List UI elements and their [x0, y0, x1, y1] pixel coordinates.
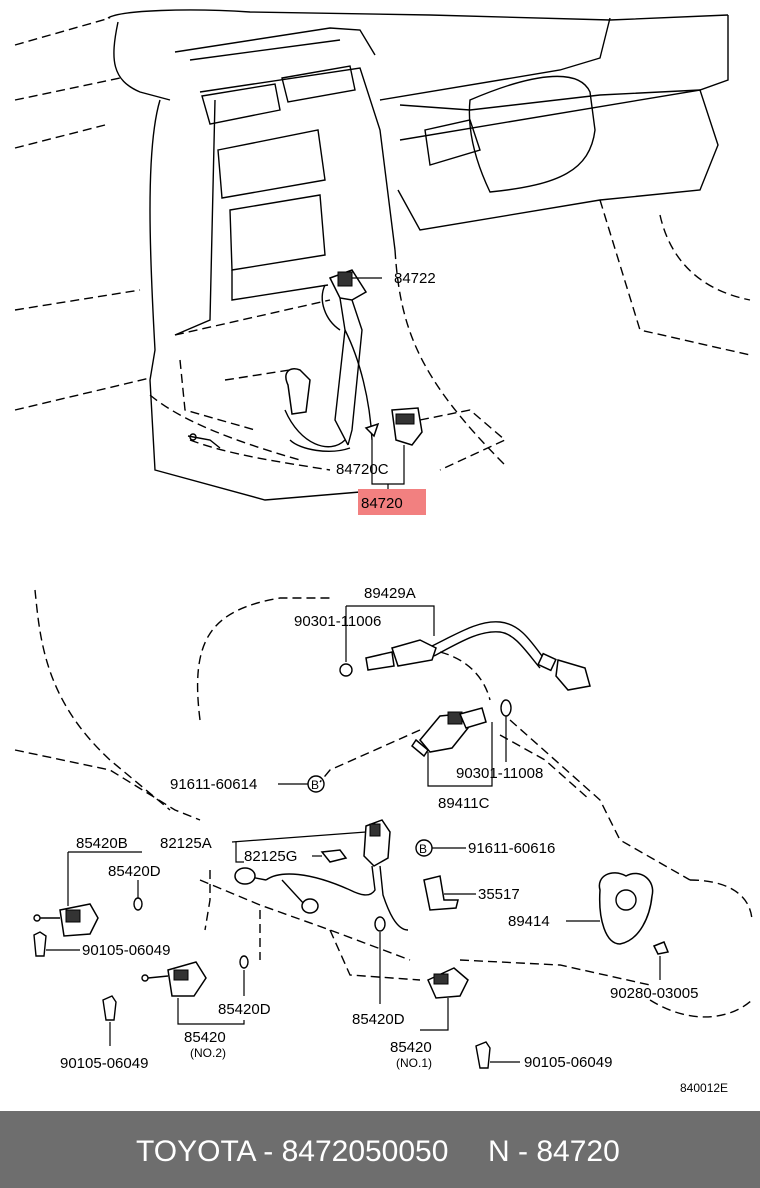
callout-82125a[interactable]: 82125A — [160, 835, 212, 852]
brand-part-number: TOYOTA - 8472050050 — [136, 1135, 449, 1168]
callout-90301-11006[interactable]: 90301-11006 — [294, 613, 381, 630]
callout-91611-60616[interactable]: 91611-60616 — [468, 840, 555, 857]
callout-85420-no2[interactable]: 85420 — [184, 1029, 226, 1046]
callout-89411c[interactable]: 89411C — [438, 795, 490, 812]
upper-console-drawing — [14, 9, 751, 501]
footer-bar: TOYOTA - 8472050050 N - 84720 — [0, 1111, 760, 1188]
upper-callouts: 84722 84720C 84720 — [336, 270, 436, 515]
svg-text:B: B — [311, 778, 319, 792]
callout-90105-06049-left[interactable]: 90105-06049 — [82, 942, 170, 959]
callout-85420-no1[interactable]: 85420 — [390, 1039, 432, 1056]
callout-85420-no1-sub[interactable]: (NO.1) — [396, 1056, 432, 1070]
callout-85420b[interactable]: 85420B — [76, 835, 128, 852]
callout-35517[interactable]: 35517 — [478, 886, 520, 903]
lower-callouts: 89429A 90301-11006 91611-60614 90301-110… — [46, 585, 728, 1095]
svg-text:B: B — [419, 842, 427, 856]
callout-89414[interactable]: 89414 — [508, 913, 550, 930]
callout-90105-06049-bottom[interactable]: 90105-06049 — [60, 1055, 148, 1072]
callout-85420d-lower[interactable]: 85420D — [352, 1011, 405, 1028]
callout-85420-no2-sub[interactable]: (NO.2) — [190, 1046, 226, 1060]
callout-85420d-upper[interactable]: 85420D — [108, 863, 161, 880]
figure-code: 840012E — [680, 1081, 728, 1095]
highlight-84720 — [358, 489, 426, 515]
callout-89429a[interactable]: 89429A — [364, 585, 416, 602]
lower-engine-drawing: B B — [14, 589, 753, 1069]
callout-91611-60614[interactable]: 91611-60614 — [170, 776, 257, 793]
callout-84720[interactable]: 84720 — [361, 495, 403, 512]
parts-diagram: 84722 84720C 84720 — [14, 9, 753, 1095]
callout-90301-11008[interactable]: 90301-11008 — [456, 765, 543, 782]
callout-90280-03005[interactable]: 90280-03005 — [610, 985, 698, 1002]
callout-90105-06049-right[interactable]: 90105-06049 — [524, 1054, 612, 1071]
callout-84722[interactable]: 84722 — [394, 270, 436, 287]
callout-85420d-middle[interactable]: 85420D — [218, 1001, 271, 1018]
callout-84720c[interactable]: 84720C — [336, 461, 389, 478]
callout-82125g[interactable]: 82125G — [244, 848, 297, 865]
reference-code: N - 84720 — [488, 1135, 620, 1168]
